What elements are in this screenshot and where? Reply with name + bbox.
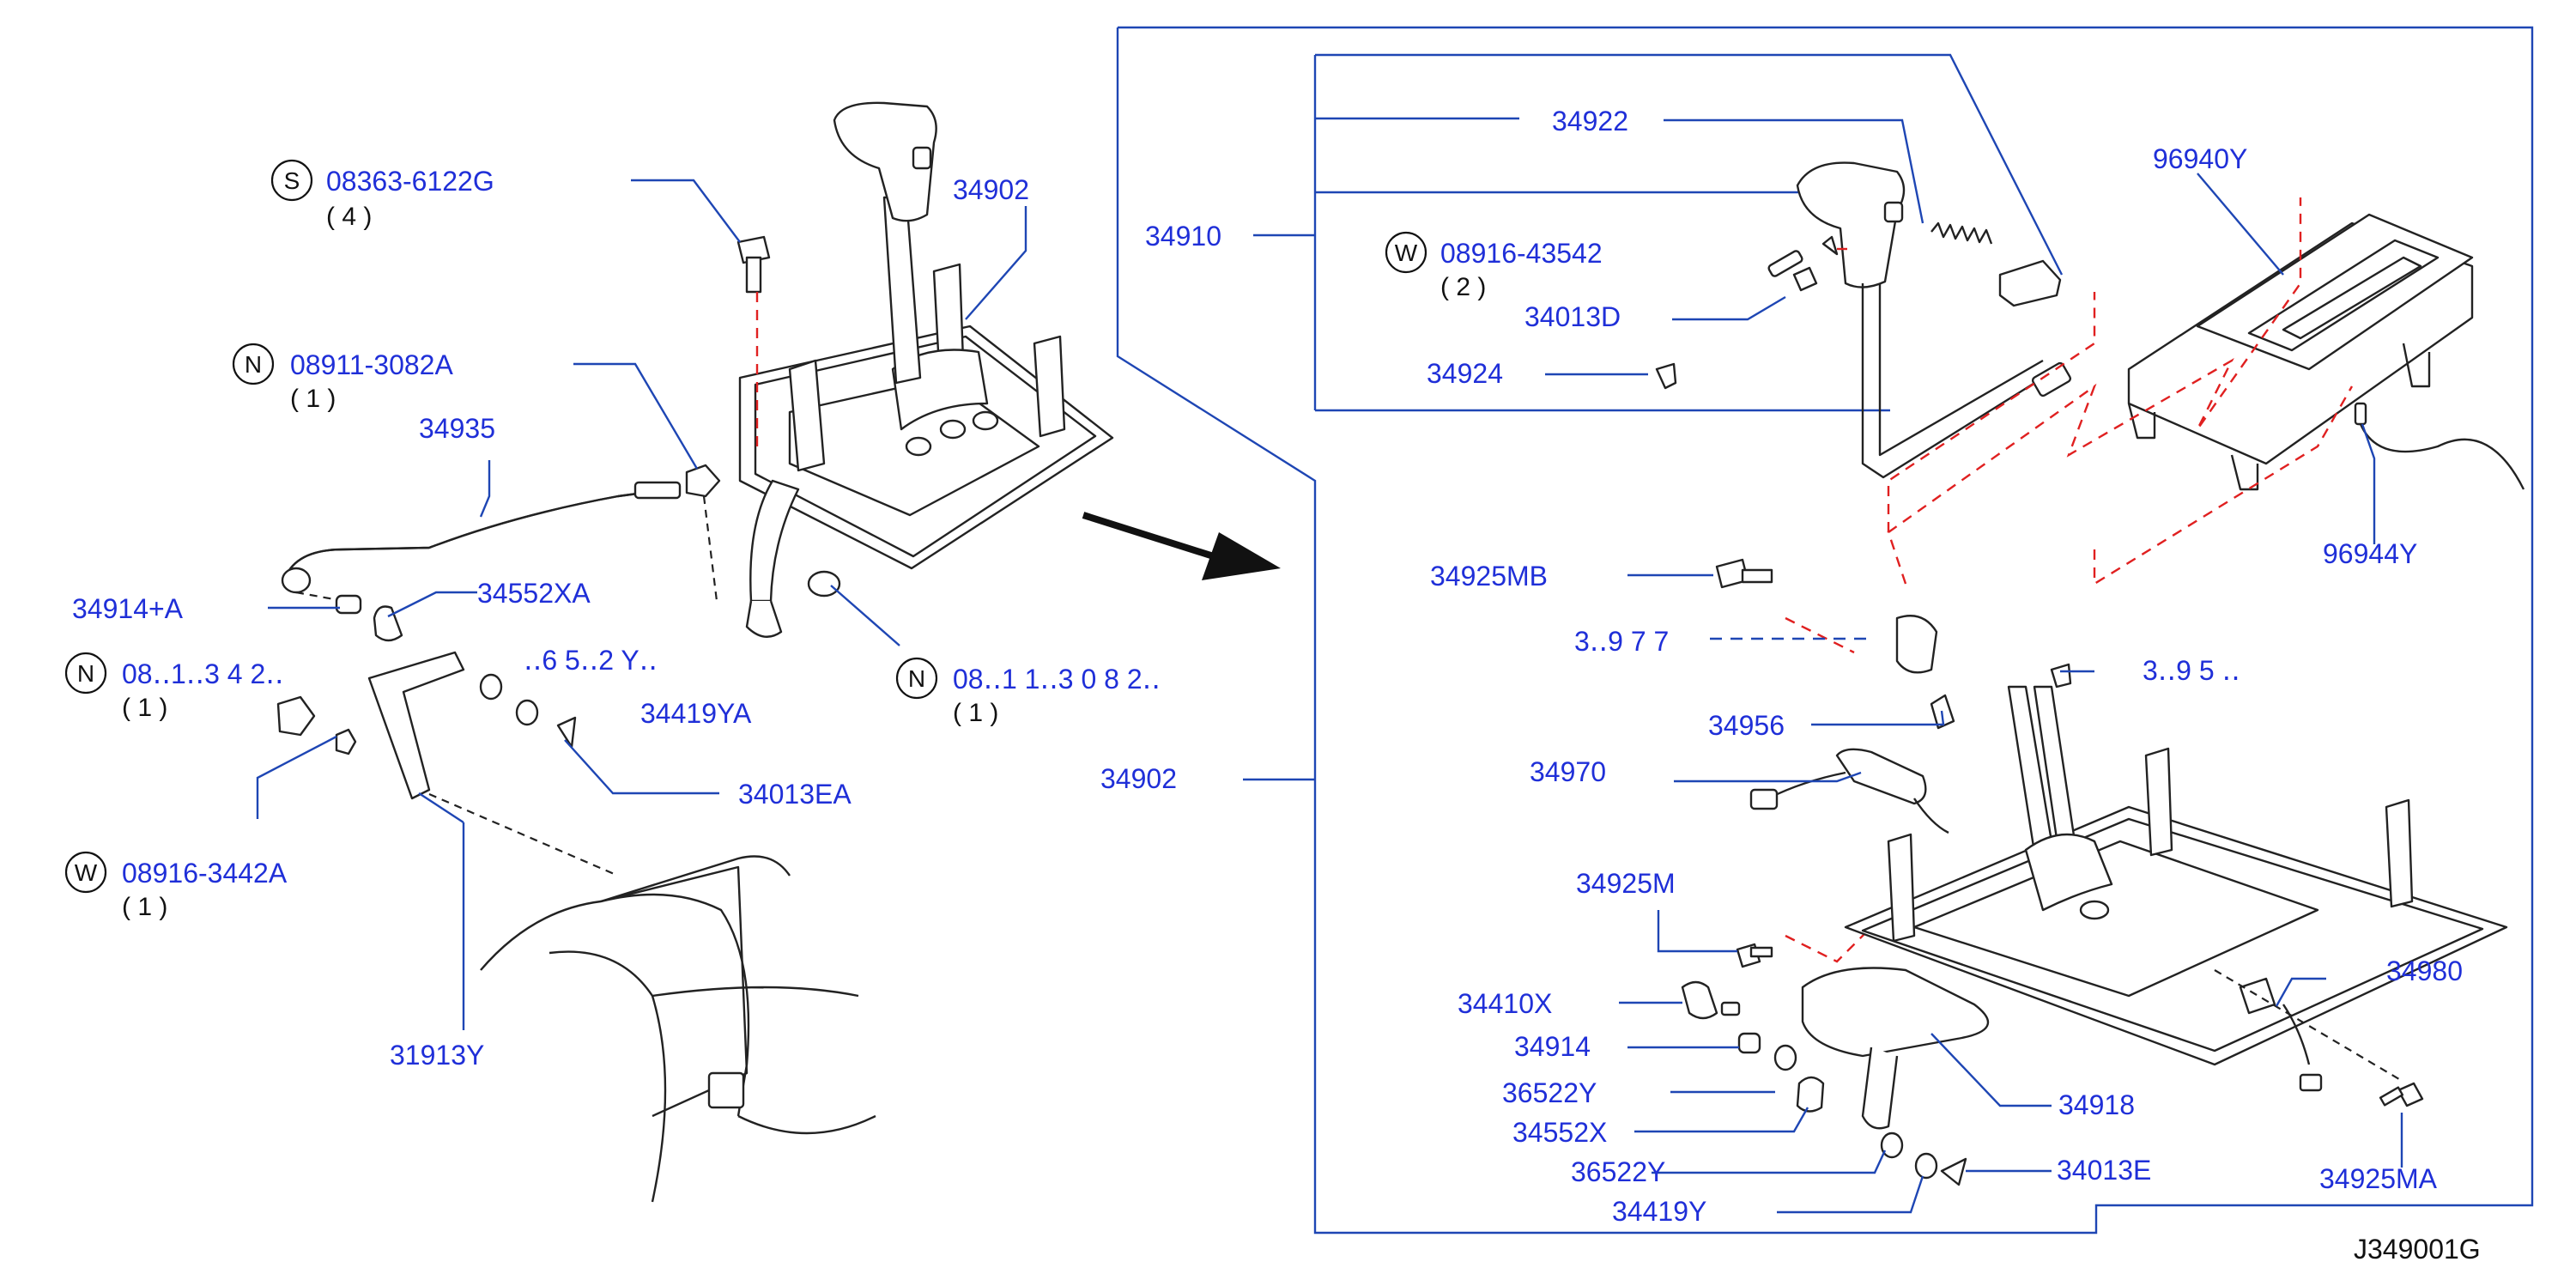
part-34977[interactable]: 3‥9 7 7 xyxy=(1574,626,1669,657)
part-08911-3442A[interactable]: 08‥1‥3 4 2‥ xyxy=(122,658,284,689)
qty-08911-3442A: ( 1 ) xyxy=(122,694,167,722)
callout-prefix-circle xyxy=(270,159,313,202)
part-34914[interactable]: 34914 xyxy=(1514,1031,1591,1062)
part-34902-right[interactable]: 34902 xyxy=(1100,763,1177,794)
qty-08916-3442A: ( 1 ) xyxy=(122,893,167,921)
callout-prefix-circle xyxy=(64,652,107,695)
clip-34977-icon xyxy=(1895,615,2072,689)
callout-prefix-circle xyxy=(1385,231,1427,274)
part-36522Y-a[interactable]: 36522Y xyxy=(1502,1077,1597,1108)
washers-left-icon xyxy=(276,673,577,755)
part-34970[interactable]: 34970 xyxy=(1530,756,1606,787)
part-34925MB[interactable]: 34925MB xyxy=(1430,561,1548,592)
part-34419Y[interactable]: 34419Y xyxy=(1612,1196,1706,1227)
transmission-case-icon xyxy=(480,855,876,1203)
callout-prefix-circle xyxy=(895,657,938,700)
callout-prefix-n: N xyxy=(245,351,262,378)
part-34918[interactable]: 34918 xyxy=(2058,1089,2135,1120)
harness-34970-icon xyxy=(1749,748,1949,834)
qty-08911-3082A: ( 1 ) xyxy=(290,385,336,413)
part-34910[interactable]: 34910 xyxy=(1145,221,1221,252)
shift-lever-body-34902-icon xyxy=(1801,685,2508,1130)
bolt-08363-icon xyxy=(736,235,771,446)
part-34956[interactable]: 34956 xyxy=(1708,710,1785,741)
knob-assembly-34910-icon xyxy=(1796,161,2072,479)
screw-34925M-icon xyxy=(1736,943,1773,968)
part-08911-3082A-b[interactable]: 08‥1 1‥3 0 8 2‥ xyxy=(953,664,1161,695)
qty-08363-6122G: ( 4 ) xyxy=(326,203,372,231)
part-34922[interactable]: 34922 xyxy=(1552,106,1628,136)
callout-prefix-circle xyxy=(64,851,107,894)
part-08916-3442A[interactable]: 08916-3442A xyxy=(122,858,288,889)
leader-lines xyxy=(256,118,2403,1214)
arrow-to-detail-icon xyxy=(1082,512,1281,580)
part-36522YA[interactable]: ‥6 5‥2 Y‥ xyxy=(524,645,658,676)
part-34552X[interactable]: 34552X xyxy=(1512,1117,1607,1148)
clip-34924-icon xyxy=(1655,362,1677,390)
part-34935[interactable]: 34935 xyxy=(419,413,495,444)
part-34419YA[interactable]: 34419YA xyxy=(640,698,752,729)
part-34925M[interactable]: 34925M xyxy=(1576,868,1676,899)
part-34013E[interactable]: 34013E xyxy=(2057,1155,2151,1186)
hidden-lines-icon xyxy=(1785,197,2354,963)
callout-prefix-circle xyxy=(232,343,275,385)
qty-08916-43542: ( 2 ) xyxy=(1440,273,1486,301)
qty-08911-3082A-b: ( 1 ) xyxy=(953,699,998,727)
part-08911-3082A[interactable]: 08911-3082A xyxy=(290,349,453,380)
shift-lever-assembly-left xyxy=(738,101,1114,638)
part-31913Y[interactable]: 31913Y xyxy=(390,1040,484,1071)
screw-08916-43542-icon xyxy=(1767,235,1854,292)
part-34914A[interactable]: 34914+A xyxy=(72,593,184,624)
part-34013D[interactable]: 34013D xyxy=(1524,301,1621,332)
part-34013EA[interactable]: 34013EA xyxy=(738,779,852,810)
callout-prefix-n: N xyxy=(908,665,925,692)
bracket-31913Y-icon xyxy=(367,651,619,877)
part-08916-43542[interactable]: 08916-43542 xyxy=(1440,238,1603,269)
callout-prefix-s: S xyxy=(284,167,300,194)
nut-08911-icon xyxy=(685,464,721,602)
part-08363-6122G[interactable]: 08363-6122G xyxy=(326,166,494,197)
bolt-34925MB-icon xyxy=(1715,558,1773,589)
part-96940Y[interactable]: 96940Y xyxy=(2153,143,2247,174)
callout-prefix-w: W xyxy=(1395,240,1418,266)
small-parts-lower-icon xyxy=(1681,980,1967,1186)
part-34902-top[interactable]: 34902 xyxy=(953,174,1029,205)
control-rod-34935-icon xyxy=(281,481,682,603)
part-34924[interactable]: 34924 xyxy=(1427,358,1503,389)
switch-34980-icon xyxy=(2214,969,2424,1107)
spring-34922-icon xyxy=(1930,221,2062,307)
part-34552XA[interactable]: 34552XA xyxy=(477,578,591,609)
callouts: S 08363-6122G ( 4 ) 34902 N 08911-3082A … xyxy=(64,106,2481,1265)
part-34925MA[interactable]: 34925MA xyxy=(2319,1163,2438,1194)
diagram-code: J349001G xyxy=(2354,1234,2481,1265)
part-34980[interactable]: 34980 xyxy=(2386,956,2463,986)
callout-prefix-n: N xyxy=(77,660,94,687)
part-36522Y-b[interactable]: 36522Y xyxy=(1571,1156,1665,1187)
part-34935-right[interactable]: 3‥9 5 ‥ xyxy=(2143,655,2240,686)
bushing-34914A-icon xyxy=(335,594,403,642)
part-34410X[interactable]: 34410X xyxy=(1458,988,1552,1019)
callout-prefix-w: W xyxy=(75,859,98,886)
part-96944Y[interactable]: 96944Y xyxy=(2323,538,2417,569)
detail-frame xyxy=(1116,26,2534,1235)
indicator-96940Y-icon xyxy=(2127,213,2525,491)
